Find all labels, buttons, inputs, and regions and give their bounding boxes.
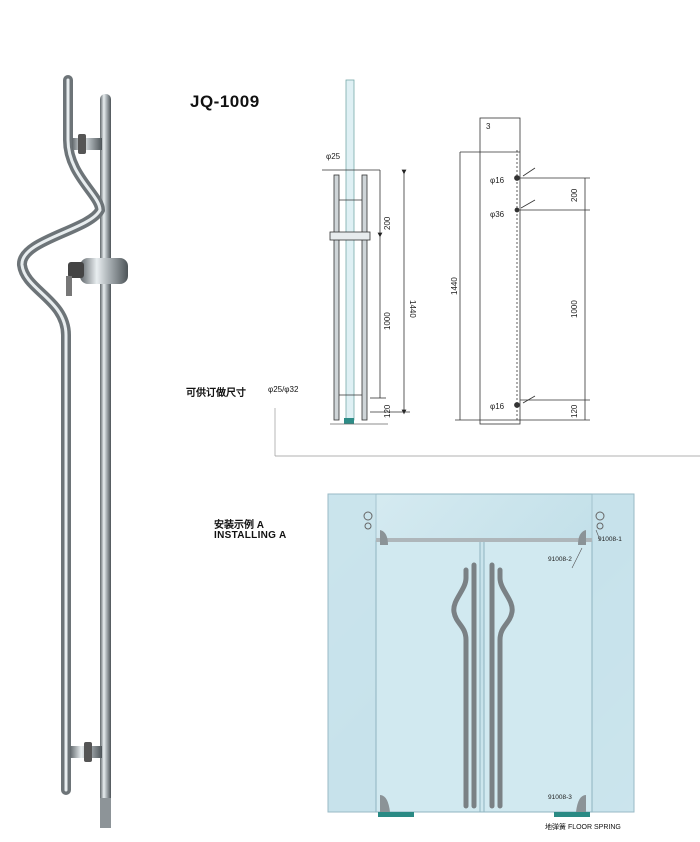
floor-spring-right bbox=[554, 812, 590, 817]
custom-sizes: φ25/φ32 bbox=[268, 385, 299, 394]
key-icon bbox=[66, 276, 72, 296]
leader-1 bbox=[522, 167, 536, 177]
leader-2 bbox=[520, 199, 536, 209]
leader-3 bbox=[522, 395, 536, 404]
fitting-label-3: φ16 bbox=[490, 402, 505, 411]
glass-panel-outline bbox=[479, 117, 521, 425]
floor-spring-left bbox=[378, 812, 414, 817]
clamp-right-top bbox=[595, 511, 605, 521]
side-floor-block bbox=[344, 418, 354, 424]
bar-end bbox=[100, 798, 111, 828]
side-dim-1440: 1440 bbox=[408, 300, 417, 318]
front-dim-1440: 1440 bbox=[450, 277, 459, 295]
part-label-3: 91008-3 bbox=[548, 794, 572, 801]
front-offset: 3 bbox=[486, 122, 491, 131]
fitting-label-1: φ16 bbox=[490, 176, 505, 185]
door-handle-right-curved bbox=[497, 567, 515, 809]
floor-spring-label: 地弹簧 FLOOR SPRING bbox=[545, 824, 621, 831]
front-dim-200: 200 bbox=[570, 188, 579, 202]
fitting-top bbox=[514, 175, 520, 181]
side-dim-200: 200 bbox=[383, 216, 392, 230]
side-lite-left bbox=[327, 493, 377, 813]
side-lock bbox=[329, 231, 371, 241]
side-bar-inner bbox=[361, 174, 368, 421]
install-label-en: INSTALLING A bbox=[214, 530, 287, 541]
front-dim-1000: 1000 bbox=[570, 300, 579, 318]
side-diameter: φ25 bbox=[326, 152, 341, 161]
glass-edge bbox=[345, 79, 355, 421]
lock-cylinder bbox=[68, 262, 84, 278]
side-dim-1000: 1000 bbox=[383, 312, 392, 330]
top-standoff bbox=[72, 138, 102, 150]
part-label-2: 91008-2 bbox=[548, 556, 572, 563]
side-dim-120: 120 bbox=[383, 404, 392, 418]
fitting-label-2: φ36 bbox=[490, 210, 505, 219]
patch-fitting-left bbox=[380, 530, 388, 545]
clamp-left-bottom bbox=[364, 522, 372, 530]
bottom-standoff-collar bbox=[84, 742, 92, 762]
transom-bar bbox=[376, 538, 592, 542]
side-view bbox=[322, 79, 410, 425]
door-handle-left-curved bbox=[451, 567, 469, 809]
fitting-bottom bbox=[514, 402, 520, 408]
leader-part-1 bbox=[595, 529, 601, 541]
lock-body bbox=[80, 258, 128, 284]
model-title: JQ-1009 bbox=[190, 92, 260, 111]
floor-patch-left bbox=[380, 795, 390, 812]
floor-patch-right bbox=[576, 795, 586, 812]
handle-render bbox=[17, 75, 128, 828]
front-dim-120: 120 bbox=[570, 404, 579, 418]
installation-doors bbox=[327, 493, 635, 817]
patch-fitting-right bbox=[578, 530, 586, 545]
front-view bbox=[455, 117, 590, 425]
custom-size-label: 可供订做尺寸 bbox=[186, 388, 246, 399]
fitting-mid bbox=[514, 207, 520, 213]
install-label-cn: 安装示例 A bbox=[214, 520, 264, 531]
top-standoff-collar bbox=[78, 134, 86, 154]
clamp-right-bottom bbox=[596, 522, 604, 530]
curved-bar-highlight bbox=[20, 78, 102, 792]
leader-part-2 bbox=[571, 547, 583, 569]
clamp-left-top bbox=[363, 511, 373, 521]
part-label-1: 91008-1 bbox=[598, 536, 622, 543]
side-bar-outer bbox=[333, 174, 340, 421]
